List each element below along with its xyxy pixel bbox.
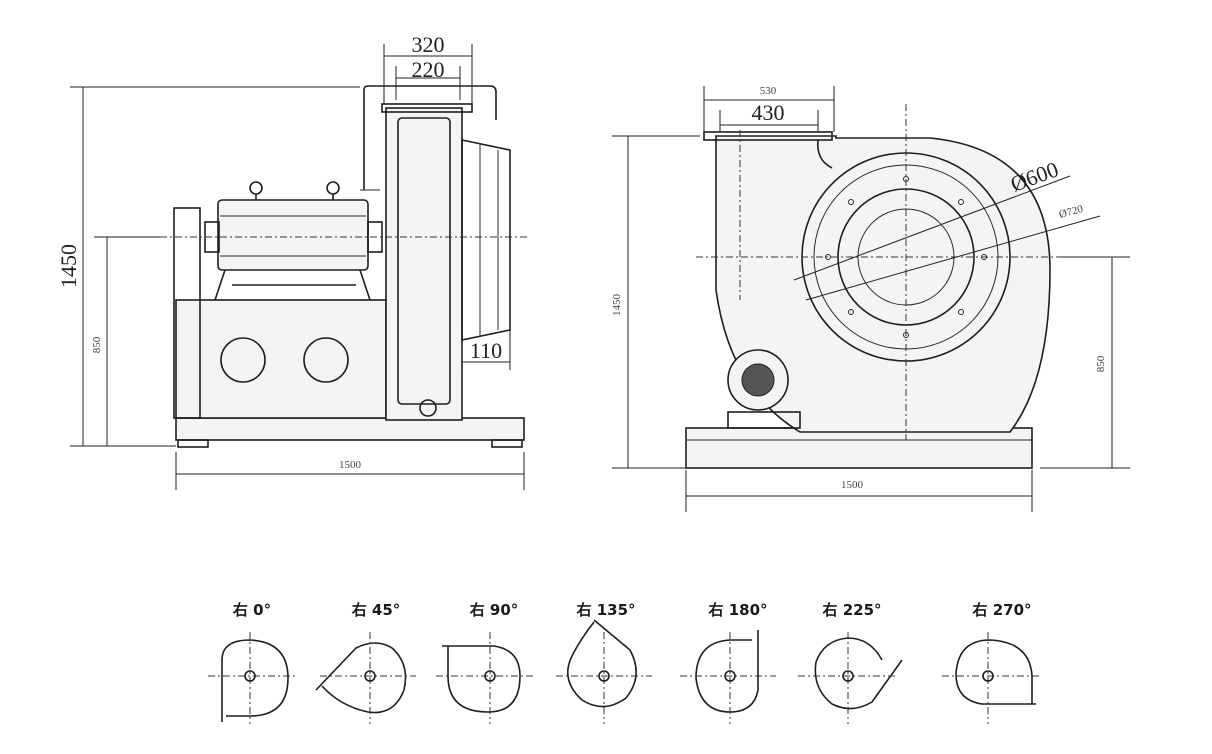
orientation-label-225: 右 225°: [822, 601, 881, 619]
dim-front-1450: 1450: [56, 244, 81, 288]
orientation-label-90: 右 90°: [470, 601, 519, 619]
front-base-foot-right: [491, 439, 523, 448]
front-motor-body: [217, 199, 369, 271]
dim-front-320: 320: [412, 32, 445, 57]
orientation-label-0: 右 0°: [233, 601, 271, 619]
orientation-label-180: 右 180°: [708, 601, 767, 619]
orientation-label-45: 右 45°: [352, 601, 401, 619]
dim-side-1450: 1450: [611, 294, 623, 317]
front-outlet-frame: [363, 85, 497, 190]
side-base-plate: [685, 427, 1033, 469]
dim-front-850: 850: [91, 336, 103, 353]
dim-front-220: 220: [412, 57, 445, 82]
orientation-row: 右 0° 右 45° 右 90° 右 135°: [208, 601, 1040, 724]
side-outlet-flange: [703, 131, 833, 141]
front-inlet-cone: [461, 139, 511, 341]
dim-front-1500: 1500: [339, 459, 362, 471]
orientation-270: 右 270°: [942, 601, 1040, 724]
dim-side-430: 430: [752, 100, 785, 125]
orientation-0: 右 0°: [208, 601, 296, 724]
dim-side-dia720: Ø720: [1058, 203, 1085, 221]
dim-front-110: 110: [470, 338, 502, 363]
access-port-right: [303, 337, 349, 383]
orientation-label-135: 右 135°: [576, 601, 635, 619]
lifting-eye-right: [326, 181, 340, 195]
orientation-135: 右 135°: [556, 601, 652, 724]
lifting-eye-left: [249, 181, 263, 195]
dim-side-1500: 1500: [841, 479, 864, 491]
dim-side-850: 850: [1095, 355, 1107, 372]
dim-side-dia600: Ø600: [1007, 156, 1061, 196]
front-base-foot-left: [177, 439, 209, 448]
front-view: 320 220 1450 850 110 1500: [56, 32, 530, 490]
dim-side-530: 530: [760, 85, 777, 97]
access-port-left: [220, 337, 266, 383]
orientation-225: 右 225°: [798, 601, 903, 724]
front-pedestal: [175, 299, 387, 419]
front-end-bracket: [173, 207, 201, 419]
orientation-label-270: 右 270°: [972, 601, 1031, 619]
front-base-plate: [175, 417, 525, 441]
orientation-45: 右 45°: [315, 601, 416, 724]
orientation-90: 右 90°: [436, 601, 534, 724]
side-view: Ø600 Ø720 530 430 1450 850 1500: [611, 85, 1130, 512]
orientation-180: 右 180°: [680, 601, 776, 724]
